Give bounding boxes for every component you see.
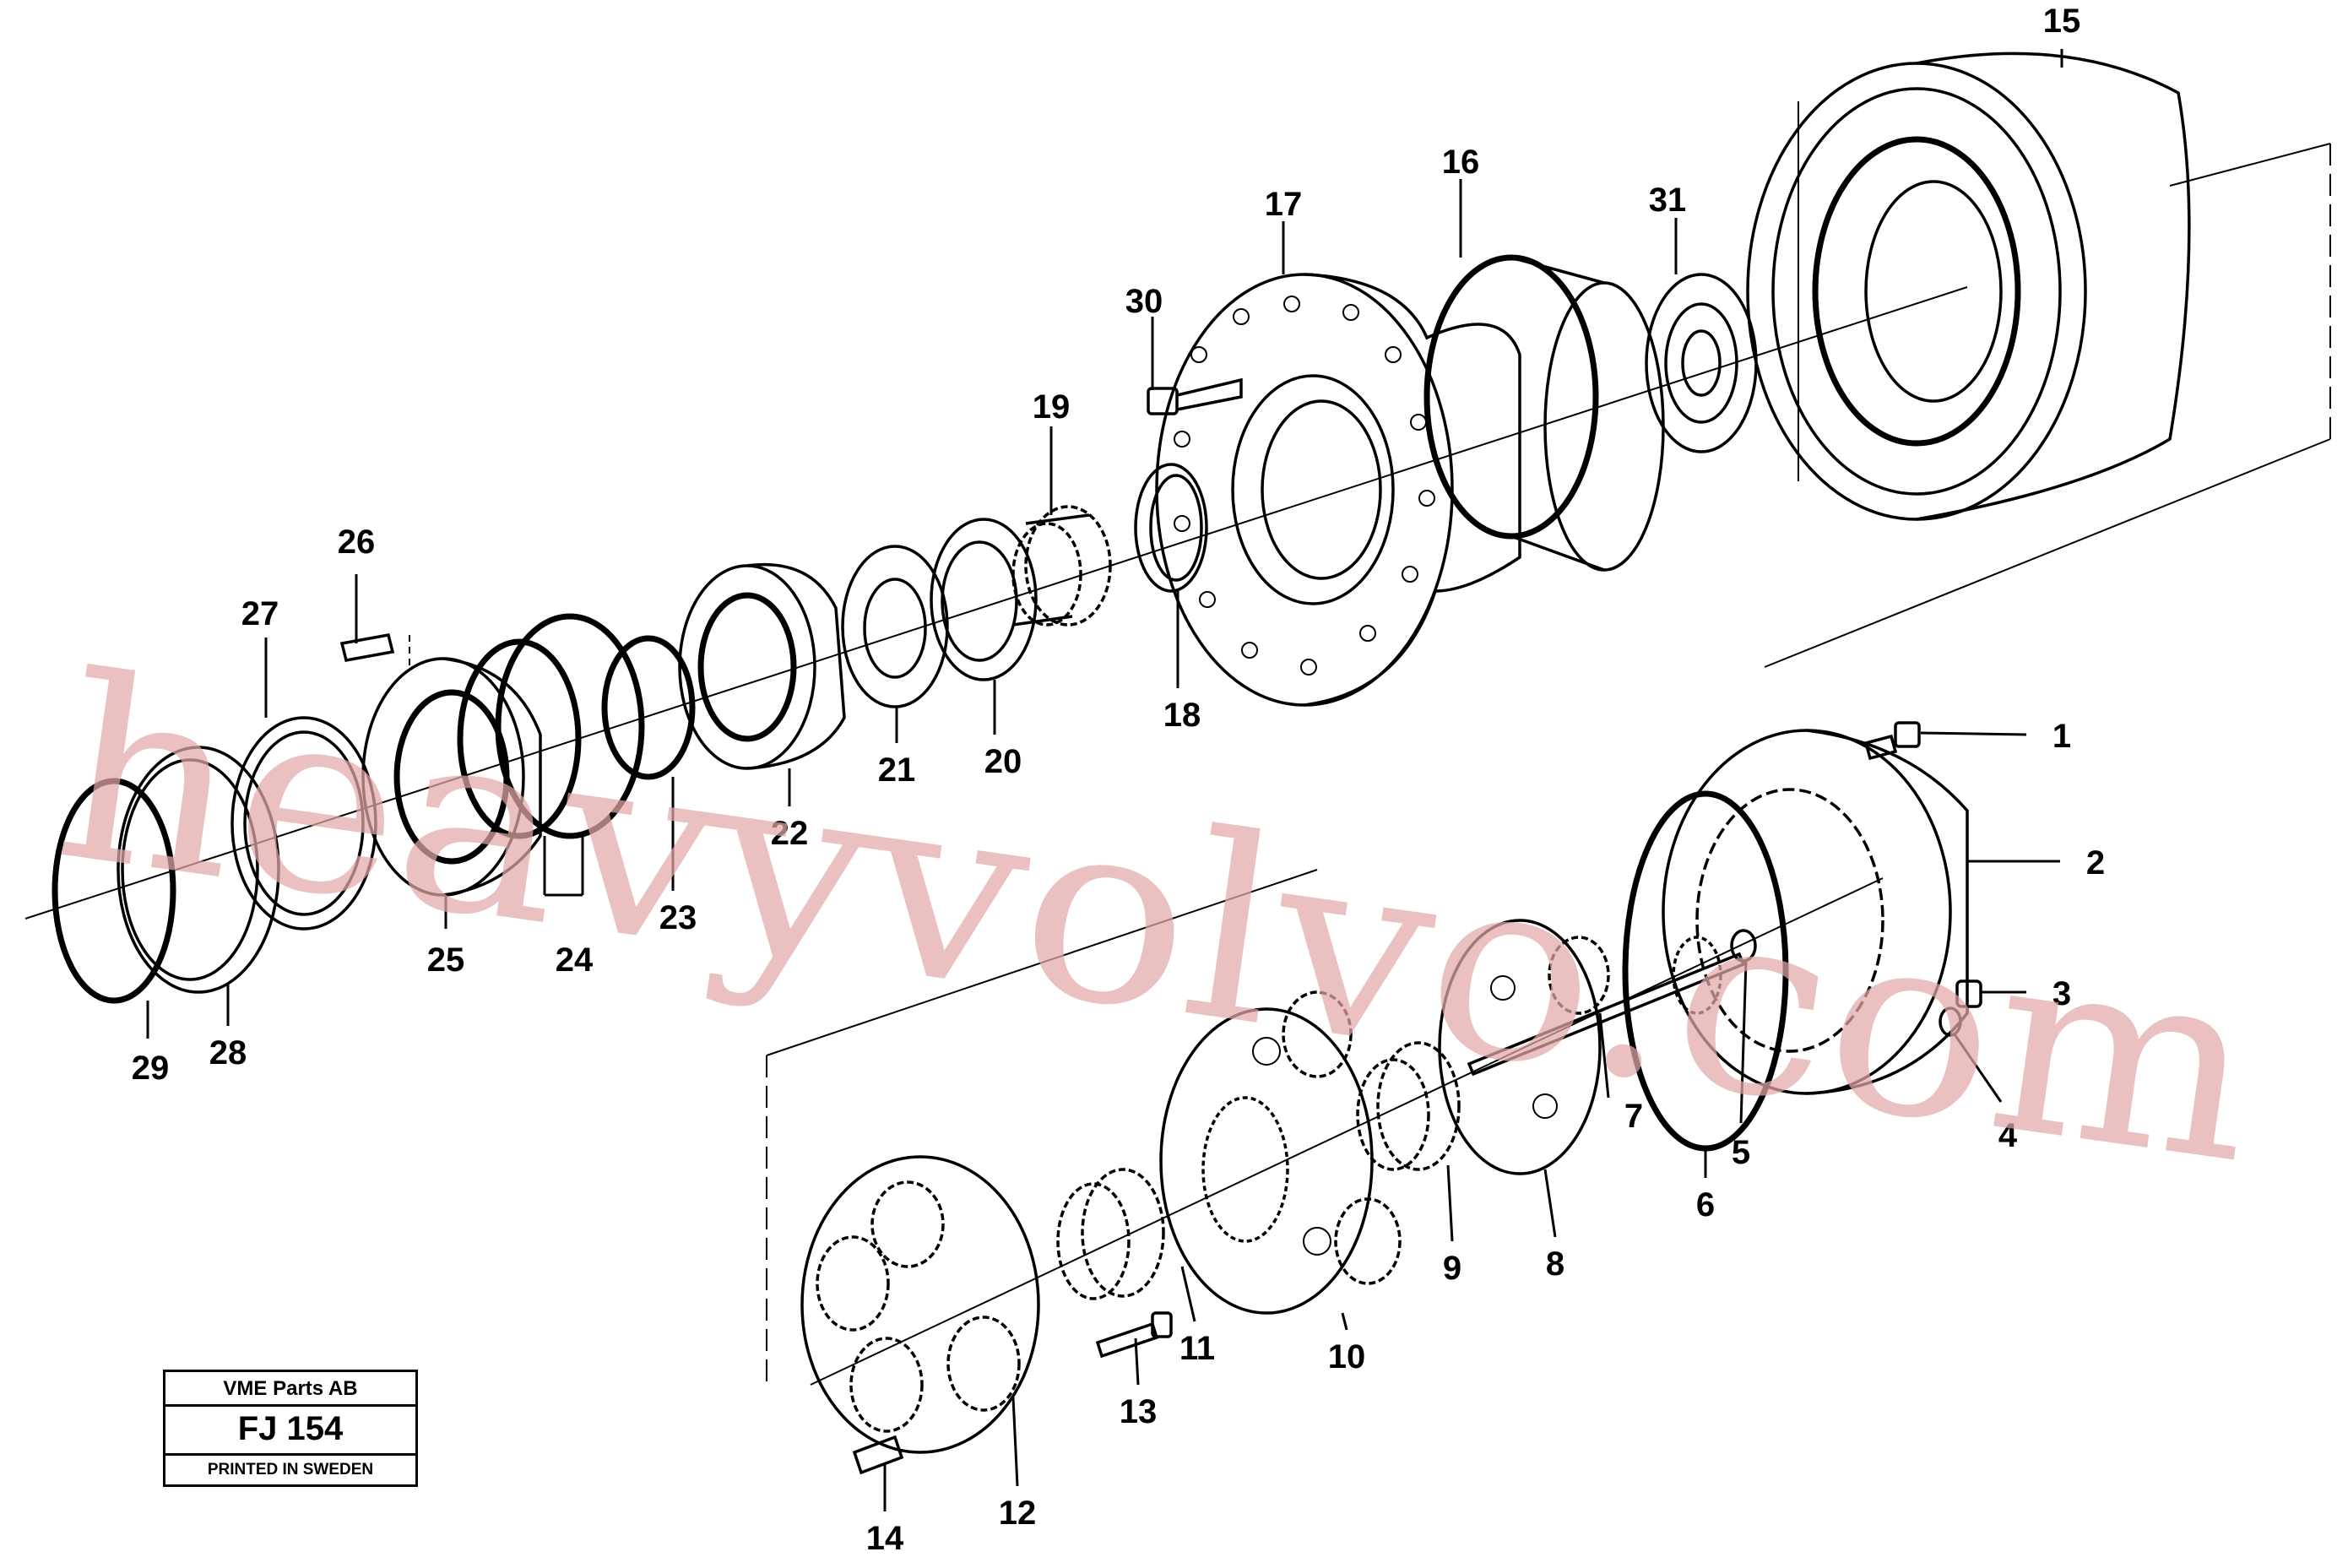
part-1-screw xyxy=(1863,721,1921,761)
part-26-screw xyxy=(339,632,410,667)
part-13-bolt xyxy=(1095,1311,1173,1359)
callout-8: 8 xyxy=(1546,1245,1564,1283)
part-22-bearing xyxy=(678,562,846,770)
part-30-bolt xyxy=(1147,377,1243,415)
callout-4: 4 xyxy=(1998,1117,2018,1154)
callout-14: 14 xyxy=(866,1520,904,1557)
callout-28: 28 xyxy=(209,1034,247,1072)
callout-23: 23 xyxy=(659,899,697,936)
reference-line-left-top xyxy=(766,869,1318,1056)
callout-16: 16 xyxy=(1442,144,1480,181)
callout-11: 11 xyxy=(1179,1330,1215,1367)
callout-31: 31 xyxy=(1649,182,1687,219)
callout-25: 25 xyxy=(427,941,465,979)
callout-5: 5 xyxy=(1732,1134,1750,1171)
part-9-gear xyxy=(1356,1041,1461,1171)
callout-15: 15 xyxy=(2043,3,2081,40)
callout-labels: 1 2 3 4 5 6 7 8 9 10 11 12 13 14 15 16 1… xyxy=(132,3,2105,1557)
callout-1: 1 xyxy=(2052,718,2071,755)
callout-17: 17 xyxy=(1265,186,1303,223)
title-stamp: VME Parts AB FJ 154 PRINTED IN SWEDEN xyxy=(163,1370,418,1487)
part-15-housing xyxy=(1746,52,2191,521)
callout-19: 19 xyxy=(1033,388,1071,426)
part-31-bearing xyxy=(1645,273,1758,453)
callout-21: 21 xyxy=(878,751,916,789)
stamp-printed: PRINTED IN SWEDEN xyxy=(207,1461,374,1478)
part-29-lock-ring xyxy=(52,778,176,1004)
part-23-snap-ring xyxy=(601,635,696,780)
callout-20: 20 xyxy=(984,743,1022,780)
leader-lines xyxy=(146,49,2063,1511)
part-25-carrier xyxy=(361,657,542,897)
upper-assembly-axis xyxy=(24,286,1968,920)
part-4-washer xyxy=(1939,1006,1962,1037)
stamp-code: FJ 154 xyxy=(165,1407,415,1456)
part-21-washer xyxy=(841,545,949,708)
callout-10: 10 xyxy=(1328,1338,1366,1375)
part-11-gear xyxy=(1056,1168,1165,1300)
part-27-seal xyxy=(230,716,377,930)
callout-26: 26 xyxy=(338,524,376,561)
callout-30: 30 xyxy=(1125,283,1163,320)
callout-12: 12 xyxy=(999,1495,1037,1532)
callout-22: 22 xyxy=(771,815,809,852)
part-19-gear xyxy=(1011,505,1112,627)
part-3-plug xyxy=(1955,979,1982,1008)
callout-7: 7 xyxy=(1624,1098,1643,1135)
part-20-washer xyxy=(930,518,1038,681)
callout-3: 3 xyxy=(2052,975,2071,1012)
part-28-cover xyxy=(117,746,280,994)
part-8-carrier xyxy=(1438,919,1610,1175)
callout-24: 24 xyxy=(556,941,594,979)
part-18-ring xyxy=(1134,463,1208,593)
lower-assembly-axis xyxy=(810,877,1884,1386)
reference-line-diagonal xyxy=(1764,438,2331,668)
reference-line-right-top xyxy=(2169,143,2331,187)
callout-27: 27 xyxy=(241,595,279,632)
watermark: heavyvolvo.com xyxy=(42,621,2274,1220)
callout-6: 6 xyxy=(1696,1186,1715,1223)
part-10-carrier xyxy=(1159,990,1402,1315)
part-14-pin xyxy=(852,1435,904,1475)
stamp-company: VME Parts AB xyxy=(165,1372,415,1407)
callout-18: 18 xyxy=(1163,697,1201,734)
callout-13: 13 xyxy=(1120,1393,1158,1430)
shaft xyxy=(1467,936,1746,1077)
callout-2: 2 xyxy=(2086,844,2105,882)
part-17-hub xyxy=(1155,273,1521,707)
callout-9: 9 xyxy=(1443,1250,1461,1287)
part-12-planet-carrier xyxy=(800,1155,1040,1454)
callout-29: 29 xyxy=(132,1050,170,1087)
part-2-ring-gear-housing xyxy=(1662,729,1969,1095)
part-16-seal xyxy=(1423,254,1665,572)
